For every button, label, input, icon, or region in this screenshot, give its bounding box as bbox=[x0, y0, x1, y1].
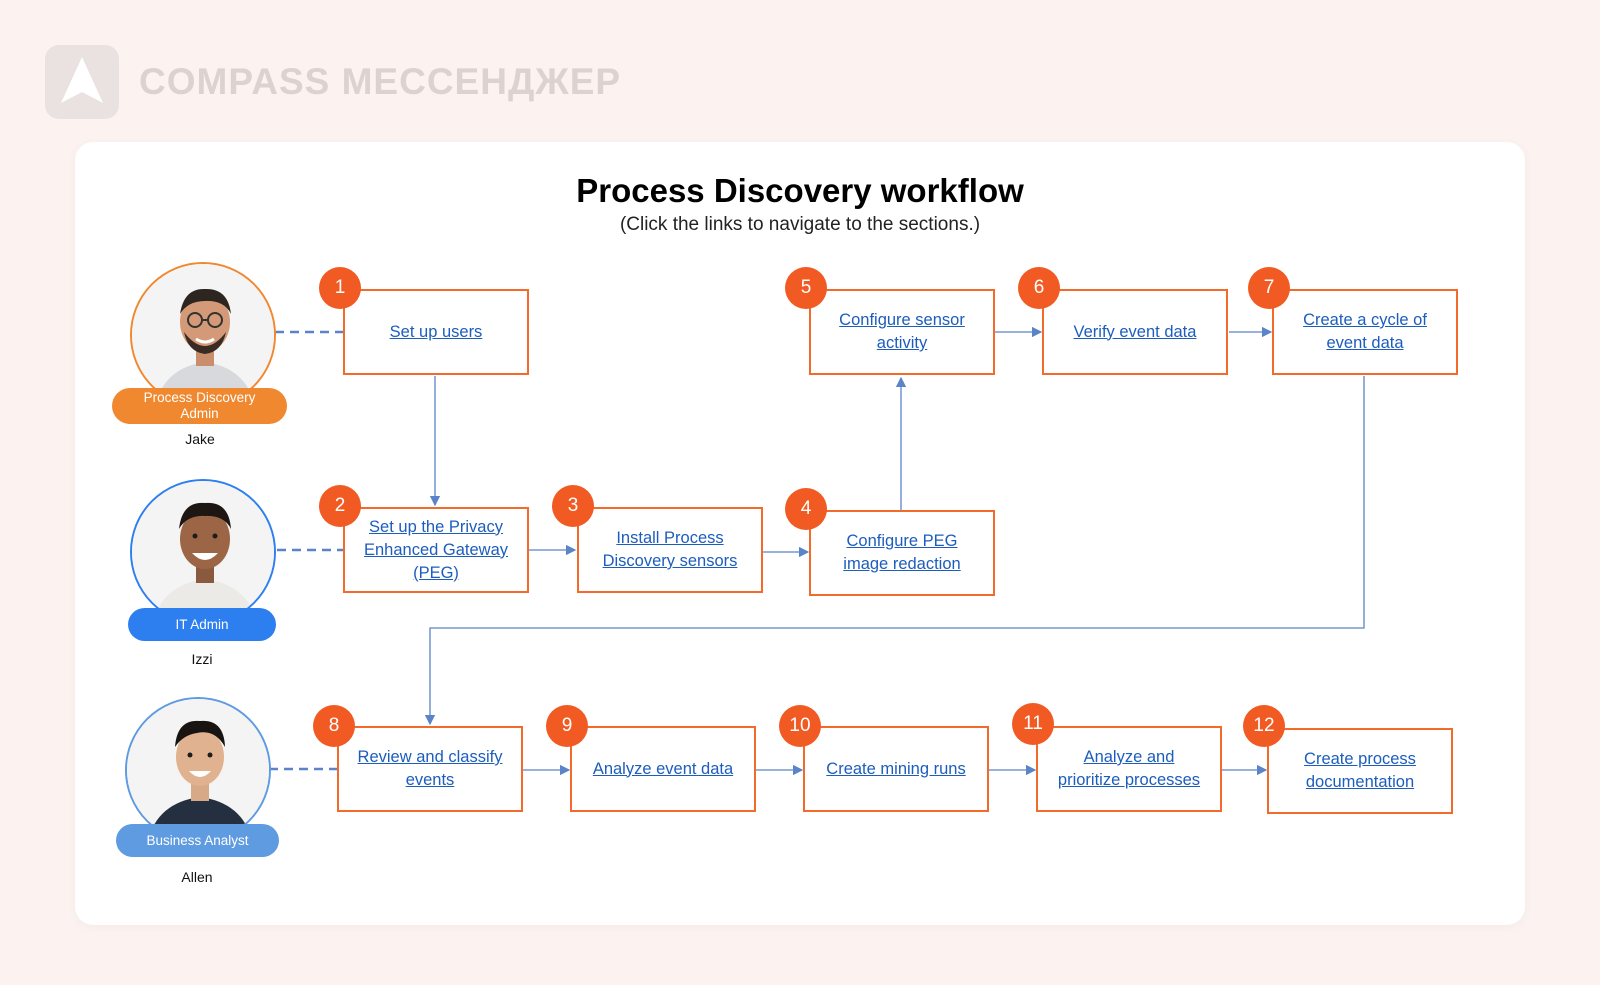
step-number-7: 7 bbox=[1248, 267, 1290, 309]
step-link-create-documentation[interactable]: Create process documentation bbox=[1304, 750, 1416, 791]
step-box-1: Set up users bbox=[343, 289, 529, 375]
persona-name-jake: Jake bbox=[185, 431, 215, 447]
role-pill-it-admin: IT Admin bbox=[128, 608, 276, 641]
step-box-2: Set up the Privacy Enhanced Gateway (PEG… bbox=[343, 507, 529, 593]
step-link-create-mining-runs[interactable]: Create mining runs bbox=[826, 759, 966, 778]
step-number-9: 9 bbox=[546, 705, 588, 747]
step-number-5: 5 bbox=[785, 267, 827, 309]
step-link-review-classify[interactable]: Review and classify events bbox=[357, 748, 503, 789]
brand-name: COMPASS МЕССЕНДЖЕР bbox=[139, 61, 622, 102]
step-box-12: Create process documentation bbox=[1267, 728, 1453, 814]
arrow-7-8 bbox=[424, 376, 1365, 726]
step-link-configure-sensor-activity[interactable]: Configure sensor activity bbox=[839, 311, 965, 352]
compass-logo-icon bbox=[45, 45, 119, 119]
role-pill-process-discovery-admin: Process Discovery Admin bbox=[112, 388, 287, 424]
step-link-set-up-users[interactable]: Set up users bbox=[389, 322, 483, 341]
step-box-6: Verify event data bbox=[1042, 289, 1228, 375]
step-link-analyze-prioritize[interactable]: Analyze and prioritize processes bbox=[1057, 748, 1201, 789]
avatar-izzi bbox=[130, 479, 276, 625]
step-number-10: 10 bbox=[779, 705, 821, 747]
step-link-configure-peg-redaction[interactable]: Configure PEG image redaction bbox=[843, 532, 961, 573]
step-number-1: 1 bbox=[319, 267, 361, 309]
step-box-10: Create mining runs bbox=[803, 726, 989, 812]
avatar-jake bbox=[130, 262, 276, 408]
step-link-verify-event-data[interactable]: Verify event data bbox=[1073, 322, 1197, 341]
step-box-7: Create a cycle of event data bbox=[1272, 289, 1458, 375]
avatar-allen bbox=[125, 697, 271, 843]
step-number-2: 2 bbox=[319, 485, 361, 527]
step-number-11: 11 bbox=[1012, 703, 1054, 745]
diagram-subtitle: (Click the links to navigate to the sect… bbox=[619, 214, 981, 235]
step-link-analyze-event-data[interactable]: Analyze event data bbox=[592, 759, 734, 778]
step-number-12: 12 bbox=[1243, 705, 1285, 747]
step-box-11: Analyze and prioritize processes bbox=[1036, 726, 1222, 812]
role-pill-business-analyst: Business Analyst bbox=[116, 824, 279, 857]
connector-lines bbox=[269, 326, 1365, 776]
step-box-3: Install Process Discovery sensors bbox=[577, 507, 763, 593]
diagram-title: Process Discovery workflow bbox=[576, 172, 1024, 209]
step-number-3: 3 bbox=[552, 485, 594, 527]
persona-name-allen: Allen bbox=[181, 869, 213, 885]
persona-name-izzi: Izzi bbox=[191, 651, 213, 667]
step-box-5: Configure sensor activity bbox=[809, 289, 995, 375]
step-number-8: 8 bbox=[313, 705, 355, 747]
workflow-card: Process Discovery workflow (Click the li… bbox=[75, 142, 1525, 925]
step-box-8: Review and classify events bbox=[337, 726, 523, 812]
step-box-9: Analyze event data bbox=[570, 726, 756, 812]
step-box-4: Configure PEG image redaction bbox=[809, 510, 995, 596]
brand-header: COMPASS МЕССЕНДЖЕР bbox=[45, 45, 621, 119]
step-number-6: 6 bbox=[1018, 267, 1060, 309]
step-link-create-cycle[interactable]: Create a cycle of event data bbox=[1303, 311, 1427, 352]
step-number-4: 4 bbox=[785, 488, 827, 530]
step-link-install-sensors[interactable]: Install Process Discovery sensors bbox=[602, 529, 738, 570]
step-link-set-up-peg[interactable]: Set up the Privacy Enhanced Gateway (PEG… bbox=[363, 517, 508, 582]
